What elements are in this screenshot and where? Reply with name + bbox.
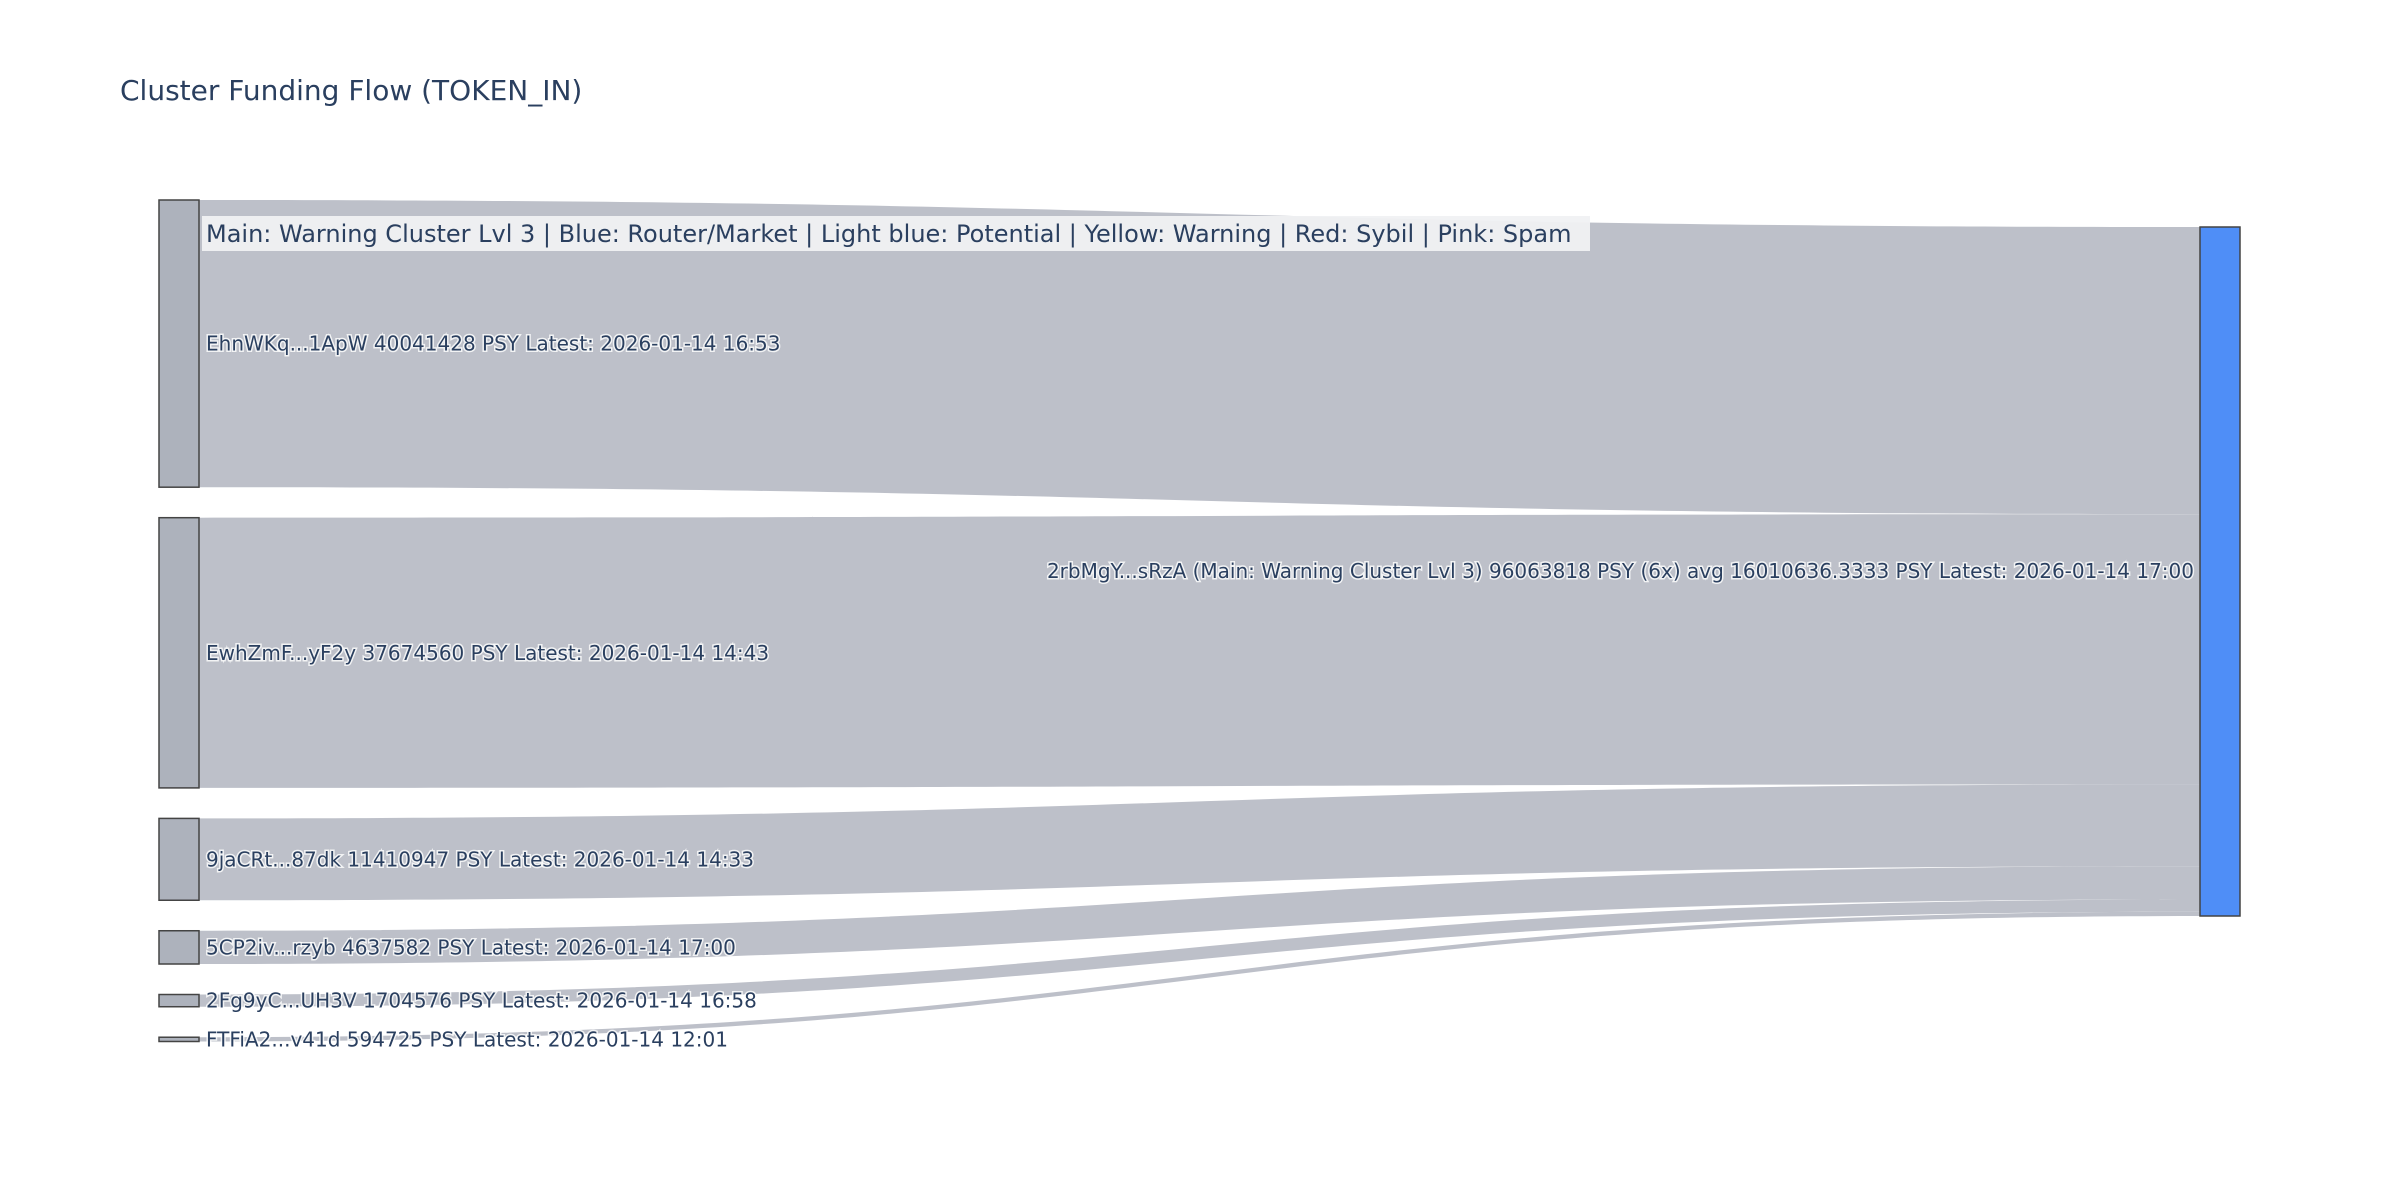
source-label-1: EwhZmF...yF2y 37674560 PSY Latest: 2026-…: [206, 641, 769, 665]
flow-link-2[interactable]: [199, 784, 2200, 901]
source-label-4: 2Fg9yC...UH3V 1704576 PSY Latest: 2026-0…: [206, 989, 757, 1013]
source-label-5: FTFiA2...v41d 594725 PSY Latest: 2026-01…: [206, 1027, 728, 1051]
links-layer: [199, 200, 2200, 1042]
flow-link-0[interactable]: [199, 200, 2200, 515]
target-label: 2rbMgY...sRzA (Main: Warning Cluster Lvl…: [1047, 559, 2194, 583]
source-label-0: EhnWKq...1ApW 40041428 PSY Latest: 2026-…: [206, 332, 781, 356]
source-label-3: 5CP2iv...rzyb 4637582 PSY Latest: 2026-0…: [206, 935, 736, 959]
flow-link-3[interactable]: [199, 866, 2200, 965]
flow-link-5[interactable]: [199, 911, 2200, 1042]
flow-link-1[interactable]: [199, 514, 2200, 788]
legend-annotation: Main: Warning Cluster Lvl 3 | Blue: Rout…: [202, 216, 1590, 251]
legend-annotation-text: Main: Warning Cluster Lvl 3 | Blue: Rout…: [206, 220, 1571, 248]
source-node-2[interactable]: [158, 817, 200, 901]
source-node-4[interactable]: [158, 993, 200, 1008]
source-node-5[interactable]: [158, 1036, 200, 1043]
source-label-2: 9jaCRt...87dk 11410947 PSY Latest: 2026-…: [206, 847, 754, 871]
source-node-0[interactable]: [158, 199, 200, 488]
nodes-layer: [158, 199, 2241, 1043]
source-node-3[interactable]: [158, 929, 200, 965]
target-node[interactable]: [2199, 226, 2241, 917]
chart-title: Cluster Funding Flow (TOKEN_IN): [120, 74, 582, 107]
labels-layer: EhnWKq...1ApW 40041428 PSY Latest: 2026-…: [205, 330, 2196, 1053]
flow-link-4[interactable]: [199, 899, 2200, 1007]
source-node-1[interactable]: [158, 516, 200, 789]
